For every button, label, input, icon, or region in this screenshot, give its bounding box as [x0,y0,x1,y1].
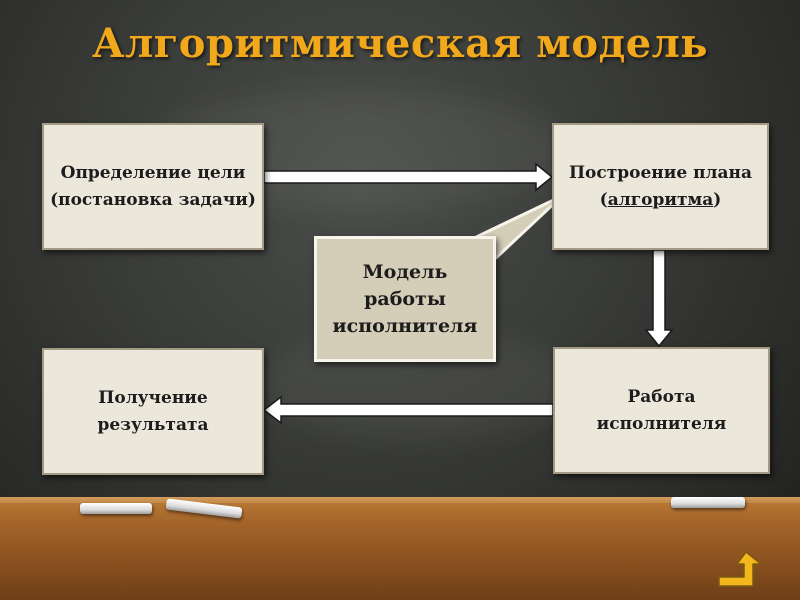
return-arrow-icon[interactable] [716,548,766,590]
box-result-line2: результата [97,414,209,435]
callout-executor-model: Модель работы исполнителя [314,236,496,362]
page-title: Алгоритмическая модель [91,20,709,67]
chalk-stick [671,497,745,508]
arrow-work-to-result [262,395,554,425]
chalk-ledge [0,503,800,600]
chalk-ledge-top [0,497,800,507]
box-goal-line1: Определение цели [60,162,246,183]
callout-line2: работы [364,287,446,310]
box-executor-work: Работа исполнителя [553,347,770,474]
box-plan-building: Построение плана (алгоритма) [552,123,769,250]
chalk-stick [80,503,152,514]
box-goal-line2: (постановка задачи) [50,189,256,210]
box-work-line2: исполнителя [596,413,727,434]
box-result: Получение результата [42,348,264,475]
callout-line1: Модель [362,260,448,283]
box-plan-line2: (алгоритма) [599,189,722,210]
arrow-plan-to-work [644,249,674,348]
arrow-goal-to-plan [263,162,554,192]
box-result-line1: Получение [98,387,208,408]
box-plan-line1: Построение плана [568,162,752,183]
callout-line3: исполнителя [332,314,478,337]
box-goal-definition: Определение цели (постановка задачи) [42,123,264,250]
box-work-line1: Работа [627,386,696,407]
algorithm-term: алгоритма [607,189,714,210]
